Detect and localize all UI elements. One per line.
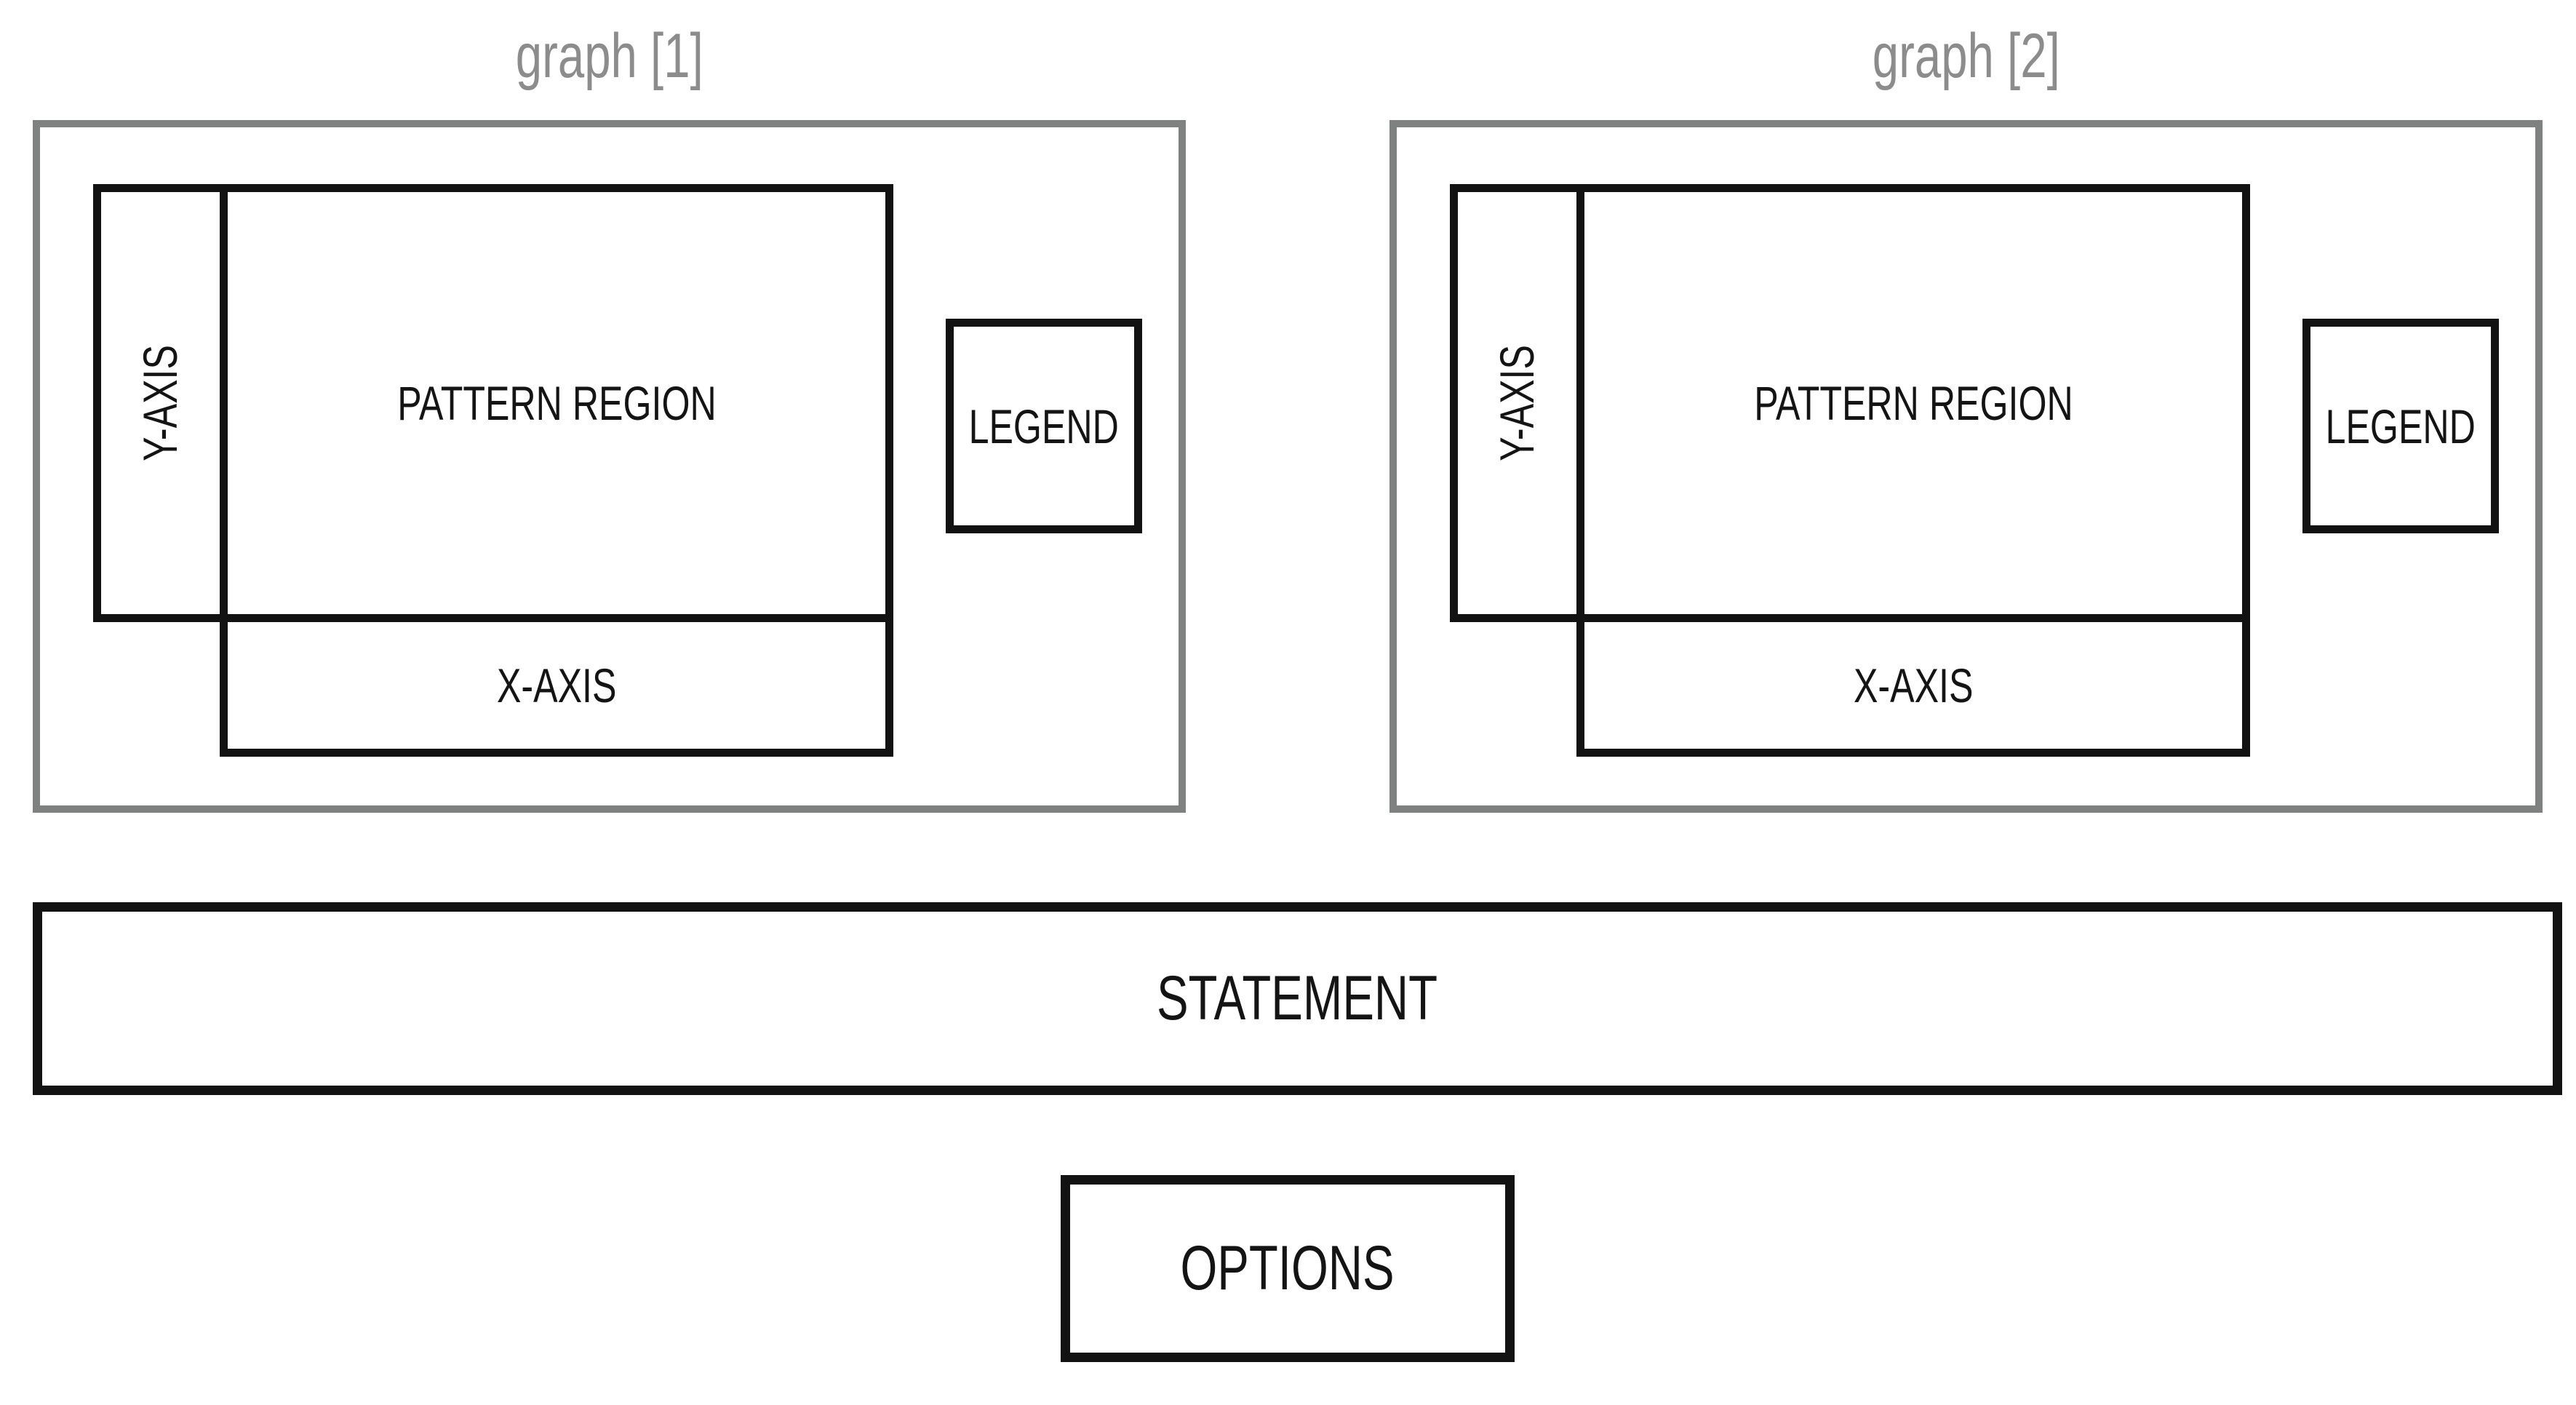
options-box: OPTIONS <box>1061 1175 1515 1362</box>
graph-2-legend-box: LEGEND <box>2302 319 2499 533</box>
graph-1-legend-box: LEGEND <box>946 319 1142 533</box>
graph-1-x-axis-box: X-AXIS <box>220 614 893 757</box>
graph-2-pattern-region-box: PATTERN REGION <box>1576 184 2250 622</box>
graph-1-pattern-region-box: PATTERN REGION <box>220 184 893 622</box>
graph-1-x-axis-label: X-AXIS <box>496 658 617 712</box>
graph-2-panel: Y-AXIS PATTERN REGION X-AXIS LEGEND <box>1389 120 2543 813</box>
graph-1-title-text: graph [1] <box>515 21 703 91</box>
graph-2-pattern-region-label: PATTERN REGION <box>1753 376 2073 430</box>
graph-2-title-text: graph [2] <box>1872 21 2060 91</box>
graph-2-x-axis-label: X-AXIS <box>1853 658 1974 712</box>
graph-2-y-axis-label: Y-AXIS <box>1490 345 1544 461</box>
graph-1-title: graph [1] <box>33 16 1186 96</box>
graph-1-y-axis-label: Y-AXIS <box>133 345 188 461</box>
options-label: OPTIONS <box>1180 1233 1395 1303</box>
graph-1-y-axis-box: Y-AXIS <box>93 184 228 622</box>
graph-1-pattern-region-label: PATTERN REGION <box>396 376 717 430</box>
statement-label: STATEMENT <box>1157 963 1438 1033</box>
graph-2-x-axis-box: X-AXIS <box>1576 614 2250 757</box>
graph-1-legend-label: LEGEND <box>968 399 1120 453</box>
graph-2-legend-label: LEGEND <box>2325 399 2476 453</box>
graph-2-y-axis-box: Y-AXIS <box>1450 184 1584 622</box>
graph-2-title: graph [2] <box>1389 16 2543 96</box>
statement-box: STATEMENT <box>33 902 2562 1095</box>
graph-1-panel: Y-AXIS PATTERN REGION X-AXIS LEGEND <box>33 120 1186 813</box>
